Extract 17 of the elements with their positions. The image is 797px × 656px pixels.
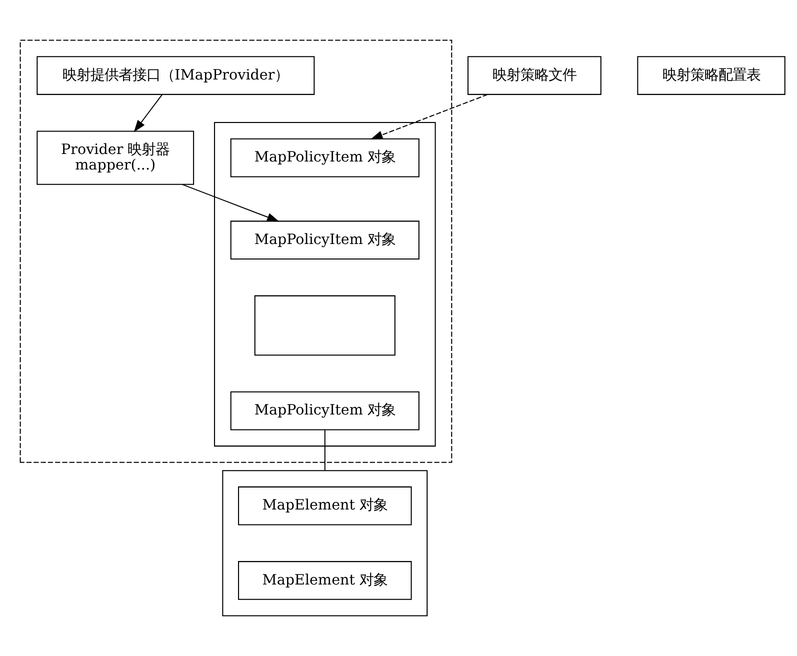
connector (324, 430, 326, 471)
node-box: MapElement 对象 (238, 561, 412, 600)
node-box: 映射策略文件 (468, 56, 602, 95)
node-box: Provider 映射器 mapper(...) (36, 130, 194, 185)
cluster (214, 122, 436, 447)
node-box: MapPolicyItem 对象 (230, 391, 420, 430)
cluster (20, 40, 452, 463)
node-box: 映射策略配置表 (637, 56, 786, 95)
arrow (134, 94, 162, 132)
arrow (182, 184, 280, 222)
node-box (254, 295, 396, 356)
node-box: MapPolicyItem 对象 (230, 138, 420, 178)
cluster (222, 470, 428, 616)
node-box: 映射提供者接口（IMapProvider） (36, 56, 315, 95)
node-box: MapPolicyItem 对象 (230, 220, 420, 260)
arrow (370, 94, 488, 140)
node-box: MapElement 对象 (238, 486, 412, 526)
